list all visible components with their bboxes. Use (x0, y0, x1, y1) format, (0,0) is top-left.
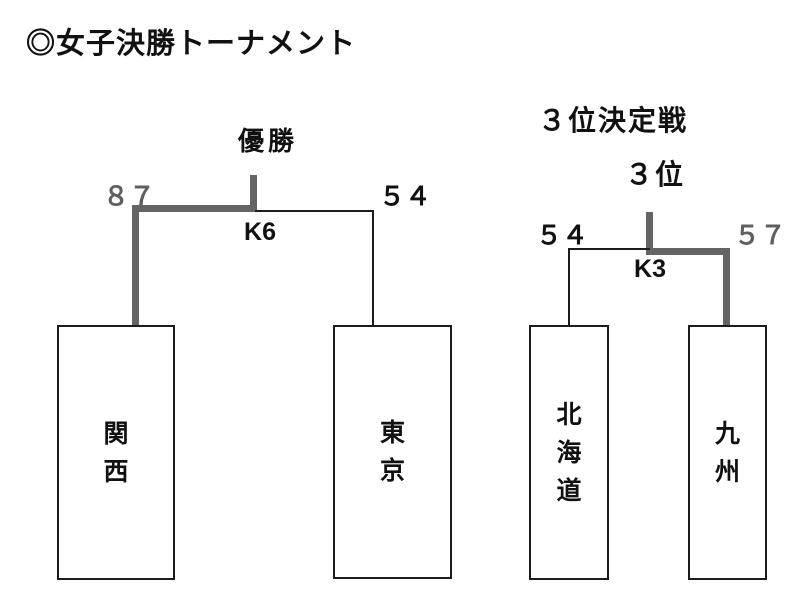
third-place-left-branch-horizontal-line (568, 248, 650, 250)
team-name-tokyo: 東京 (379, 419, 405, 485)
third-place-match-label: K3 (634, 255, 666, 283)
team-name-hokkaido: 北海道 (556, 400, 582, 505)
final-left-branch-horizontal-line (132, 205, 257, 212)
champion-label: 優勝 (237, 126, 298, 156)
third-place-right-score: ５７ (734, 220, 787, 250)
third-place-right-branch-horizontal-line (650, 248, 730, 255)
page-title: ◎女子決勝トーナメント (26, 28, 357, 60)
third-place-right-branch-vertical-line (723, 248, 730, 325)
final-winner-stub-line (250, 175, 257, 212)
final-right-branch-vertical-line (372, 210, 374, 325)
final-left-branch-vertical-line (132, 205, 139, 325)
team-box-hokkaido: 北海道 (529, 325, 609, 580)
final-right-score: ５４ (379, 181, 432, 211)
third-place-heading: ３位決定戦 (538, 105, 689, 136)
third-place-result-label: ３位 (624, 159, 685, 190)
team-box-kansai: 関西 (57, 325, 175, 580)
team-name-kansai: 関西 (103, 419, 129, 486)
team-box-tokyo: 東京 (333, 325, 452, 579)
third-place-winner-stub-line (646, 212, 653, 255)
final-match-label: K6 (244, 218, 276, 246)
final-left-score: ８７ (103, 181, 156, 211)
third-place-left-branch-vertical-line (568, 248, 570, 325)
team-box-kyushu: 九州 (688, 325, 767, 580)
final-right-branch-horizontal-line (255, 210, 374, 212)
third-place-left-score: ５４ (536, 220, 589, 250)
team-name-kyushu: 九州 (714, 419, 740, 486)
